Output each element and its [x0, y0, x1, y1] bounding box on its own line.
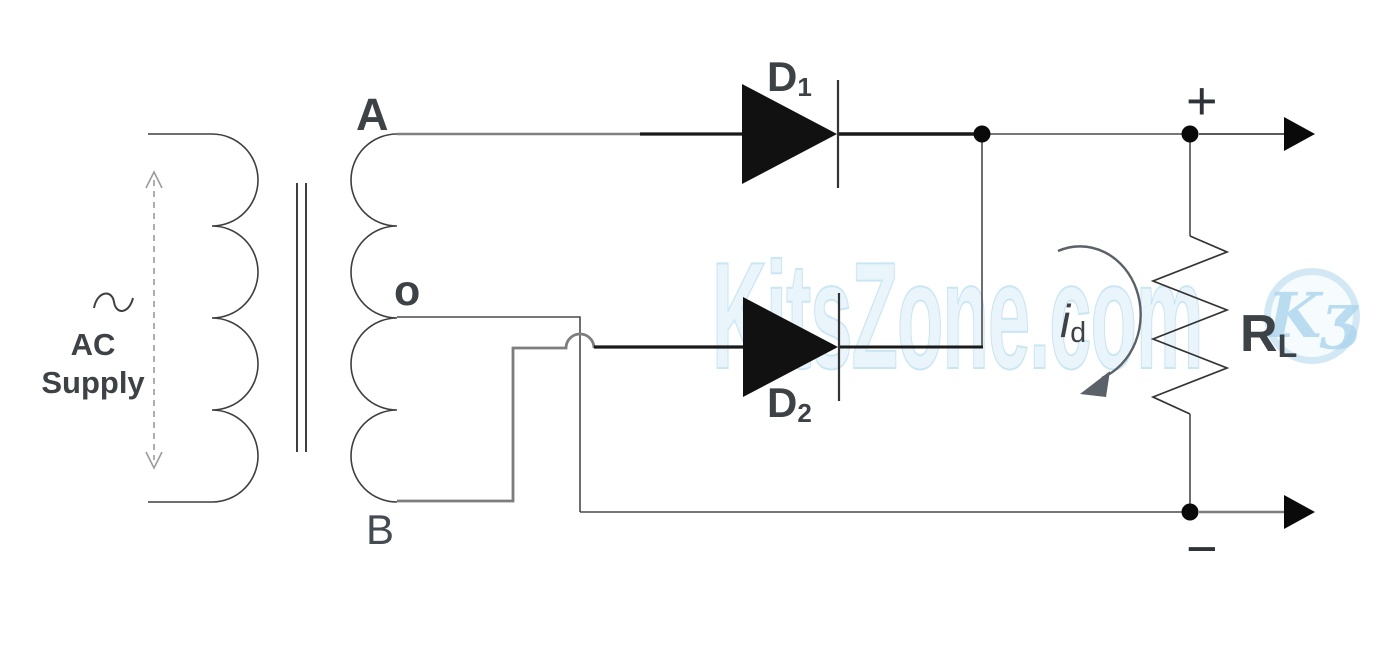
- diode1-symbol: [742, 80, 840, 188]
- diode2-symbol: [743, 293, 841, 401]
- current-direction-arrow: [1057, 245, 1142, 397]
- output-arrow-negative: [1199, 495, 1315, 529]
- diode1-label: D1: [767, 53, 812, 102]
- ac-voltage-dashed-arrow: [145, 170, 163, 470]
- terminal-b-label: B: [366, 506, 395, 553]
- secondary-coil: [350, 133, 398, 503]
- positive-terminal-sign: +: [1186, 71, 1218, 131]
- terminal-a-label: A: [356, 89, 389, 140]
- wire-b-to-d2-with-hop: [397, 332, 596, 503]
- sine-wave-icon: [93, 292, 134, 312]
- negative-terminal-sign: −: [1186, 519, 1218, 579]
- center-tap-label: o: [394, 267, 421, 315]
- node-dot-negative: [1181, 503, 1199, 521]
- transformer-core: [296, 183, 307, 452]
- primary-coil: [148, 133, 259, 503]
- output-arrow-positive: [1199, 117, 1315, 151]
- load-resistor-label: RL: [1240, 305, 1298, 364]
- diode-current-label: id: [1060, 295, 1087, 350]
- resistor-symbol: [1150, 235, 1230, 415]
- watermark-logo-glyph: Kʒ: [1267, 279, 1357, 352]
- watermark-logo-icon: Kʒ: [1264, 268, 1360, 364]
- diode2-label: D2: [767, 379, 812, 428]
- junction-dot-diodes: [973, 125, 991, 143]
- wire-center-tap: [397, 316, 581, 512]
- ac-supply-label: AC Supply: [41, 327, 145, 400]
- node-dot-positive: [1181, 125, 1199, 143]
